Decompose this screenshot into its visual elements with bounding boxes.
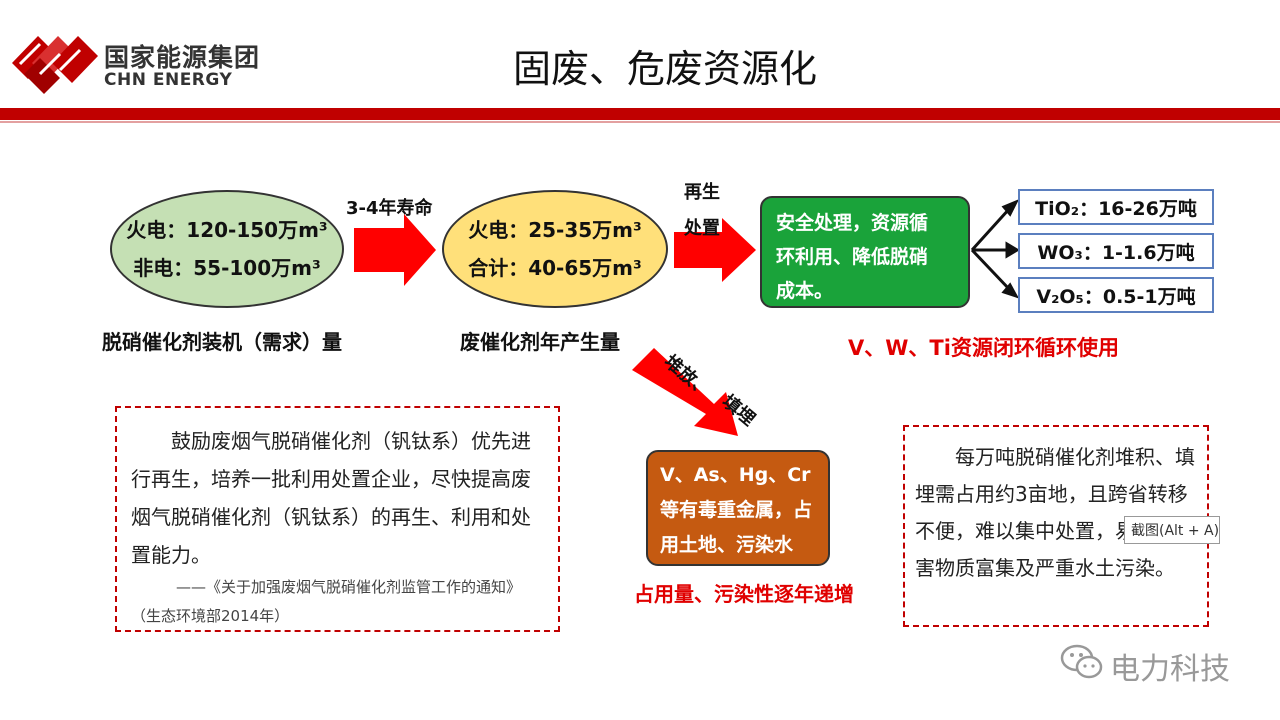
oxide-v2o5: V₂O₅：0.5-1万吨: [1018, 277, 1214, 313]
landfill-caption: 占用量、污染性逐年递增: [634, 582, 854, 606]
orange-line-2: 等有毒重金属，占: [660, 499, 813, 521]
watermark-text: 电力科技: [1110, 652, 1230, 687]
screenshot-tooltip: 截图(Alt + A): [1124, 516, 1220, 544]
waste-thermal: 火电：25-35万m³: [468, 218, 642, 242]
logo-text-cn: 国家能源集团: [104, 43, 261, 72]
landfill-note: 每万吨脱硝催化剂堆积、填埋需占用约3亩地，且跨省转移不便，难以集中处置，易造成有…: [903, 425, 1209, 627]
wechat-icon: [1060, 642, 1104, 686]
orange-line-3: 用土地、污染水土。: [660, 534, 794, 591]
waste-ellipse: 火电：25-35万m³ 合计：40-65万m³: [442, 190, 668, 308]
orange-line-1: V、As、Hg、Cr: [660, 464, 811, 486]
landfill-note-text: 每万吨脱硝催化剂堆积、填埋需占用约3亩地，且跨省转移不便，难以集中处置，易造成有…: [915, 445, 1195, 580]
regen-label-2: 处置: [684, 218, 720, 239]
oxide-wo3: WO₃：1-1.6万吨: [1018, 233, 1214, 269]
policy-text: 鼓励废烟气脱硝催化剂（钒钛系）优先进行再生，培养一批利用处置企业，尽快提高废烟气…: [131, 429, 531, 567]
oxide-tio2: TiO₂：16-26万吨: [1018, 189, 1214, 225]
green-line-2: 环利用、降低脱硝: [776, 246, 929, 268]
split-arrows-icon: [970, 199, 1020, 299]
page-title: 固废、危废资源化: [512, 47, 817, 91]
regen-arrow-icon: [674, 218, 756, 282]
lifetime-arrow-icon: [354, 214, 436, 286]
recycle-caption: V、W、Ti资源闭环循环使用: [848, 336, 1119, 360]
chn-energy-logo-icon: [12, 36, 98, 94]
waste-caption: 废催化剂年产生量: [460, 330, 620, 354]
demand-ellipse: 火电：120-150万m³ 非电：55-100万m³: [110, 190, 344, 308]
brand-logo: [10, 30, 100, 96]
demand-non-thermal: 非电：55-100万m³: [133, 256, 321, 280]
header-divider: [0, 108, 1280, 120]
landfill-hazard-box: V、As、Hg、Cr 等有毒重金属，占 用土地、污染水土。: [646, 450, 830, 591]
green-line-3: 成本。: [776, 280, 834, 302]
policy-source: （生态环境部2014年）: [131, 607, 290, 625]
logo-text-en: CHN ENERGY: [104, 70, 233, 90]
regen-label-1: 再生: [684, 182, 720, 203]
demand-thermal: 火电：120-150万m³: [126, 218, 328, 242]
lifetime-label: 3-4年寿命: [346, 198, 433, 219]
green-line-1: 安全处理，资源循: [776, 212, 929, 234]
regeneration-benefit-box: 安全处理，资源循 环利用、降低脱硝 成本。: [760, 196, 970, 308]
policy-note: 鼓励废烟气脱硝催化剂（钒钛系）优先进行再生，培养一批利用处置企业，尽快提高废烟气…: [115, 406, 560, 632]
header-divider-shadow: [0, 121, 1280, 123]
demand-caption: 脱硝催化剂装机（需求）量: [102, 330, 342, 354]
policy-cite: ——《关于加强废烟气脱硝催化剂监管工作的通知》: [176, 578, 522, 596]
landfill-arrow-icon: [632, 348, 738, 436]
waste-total: 合计：40-65万m³: [468, 256, 642, 280]
